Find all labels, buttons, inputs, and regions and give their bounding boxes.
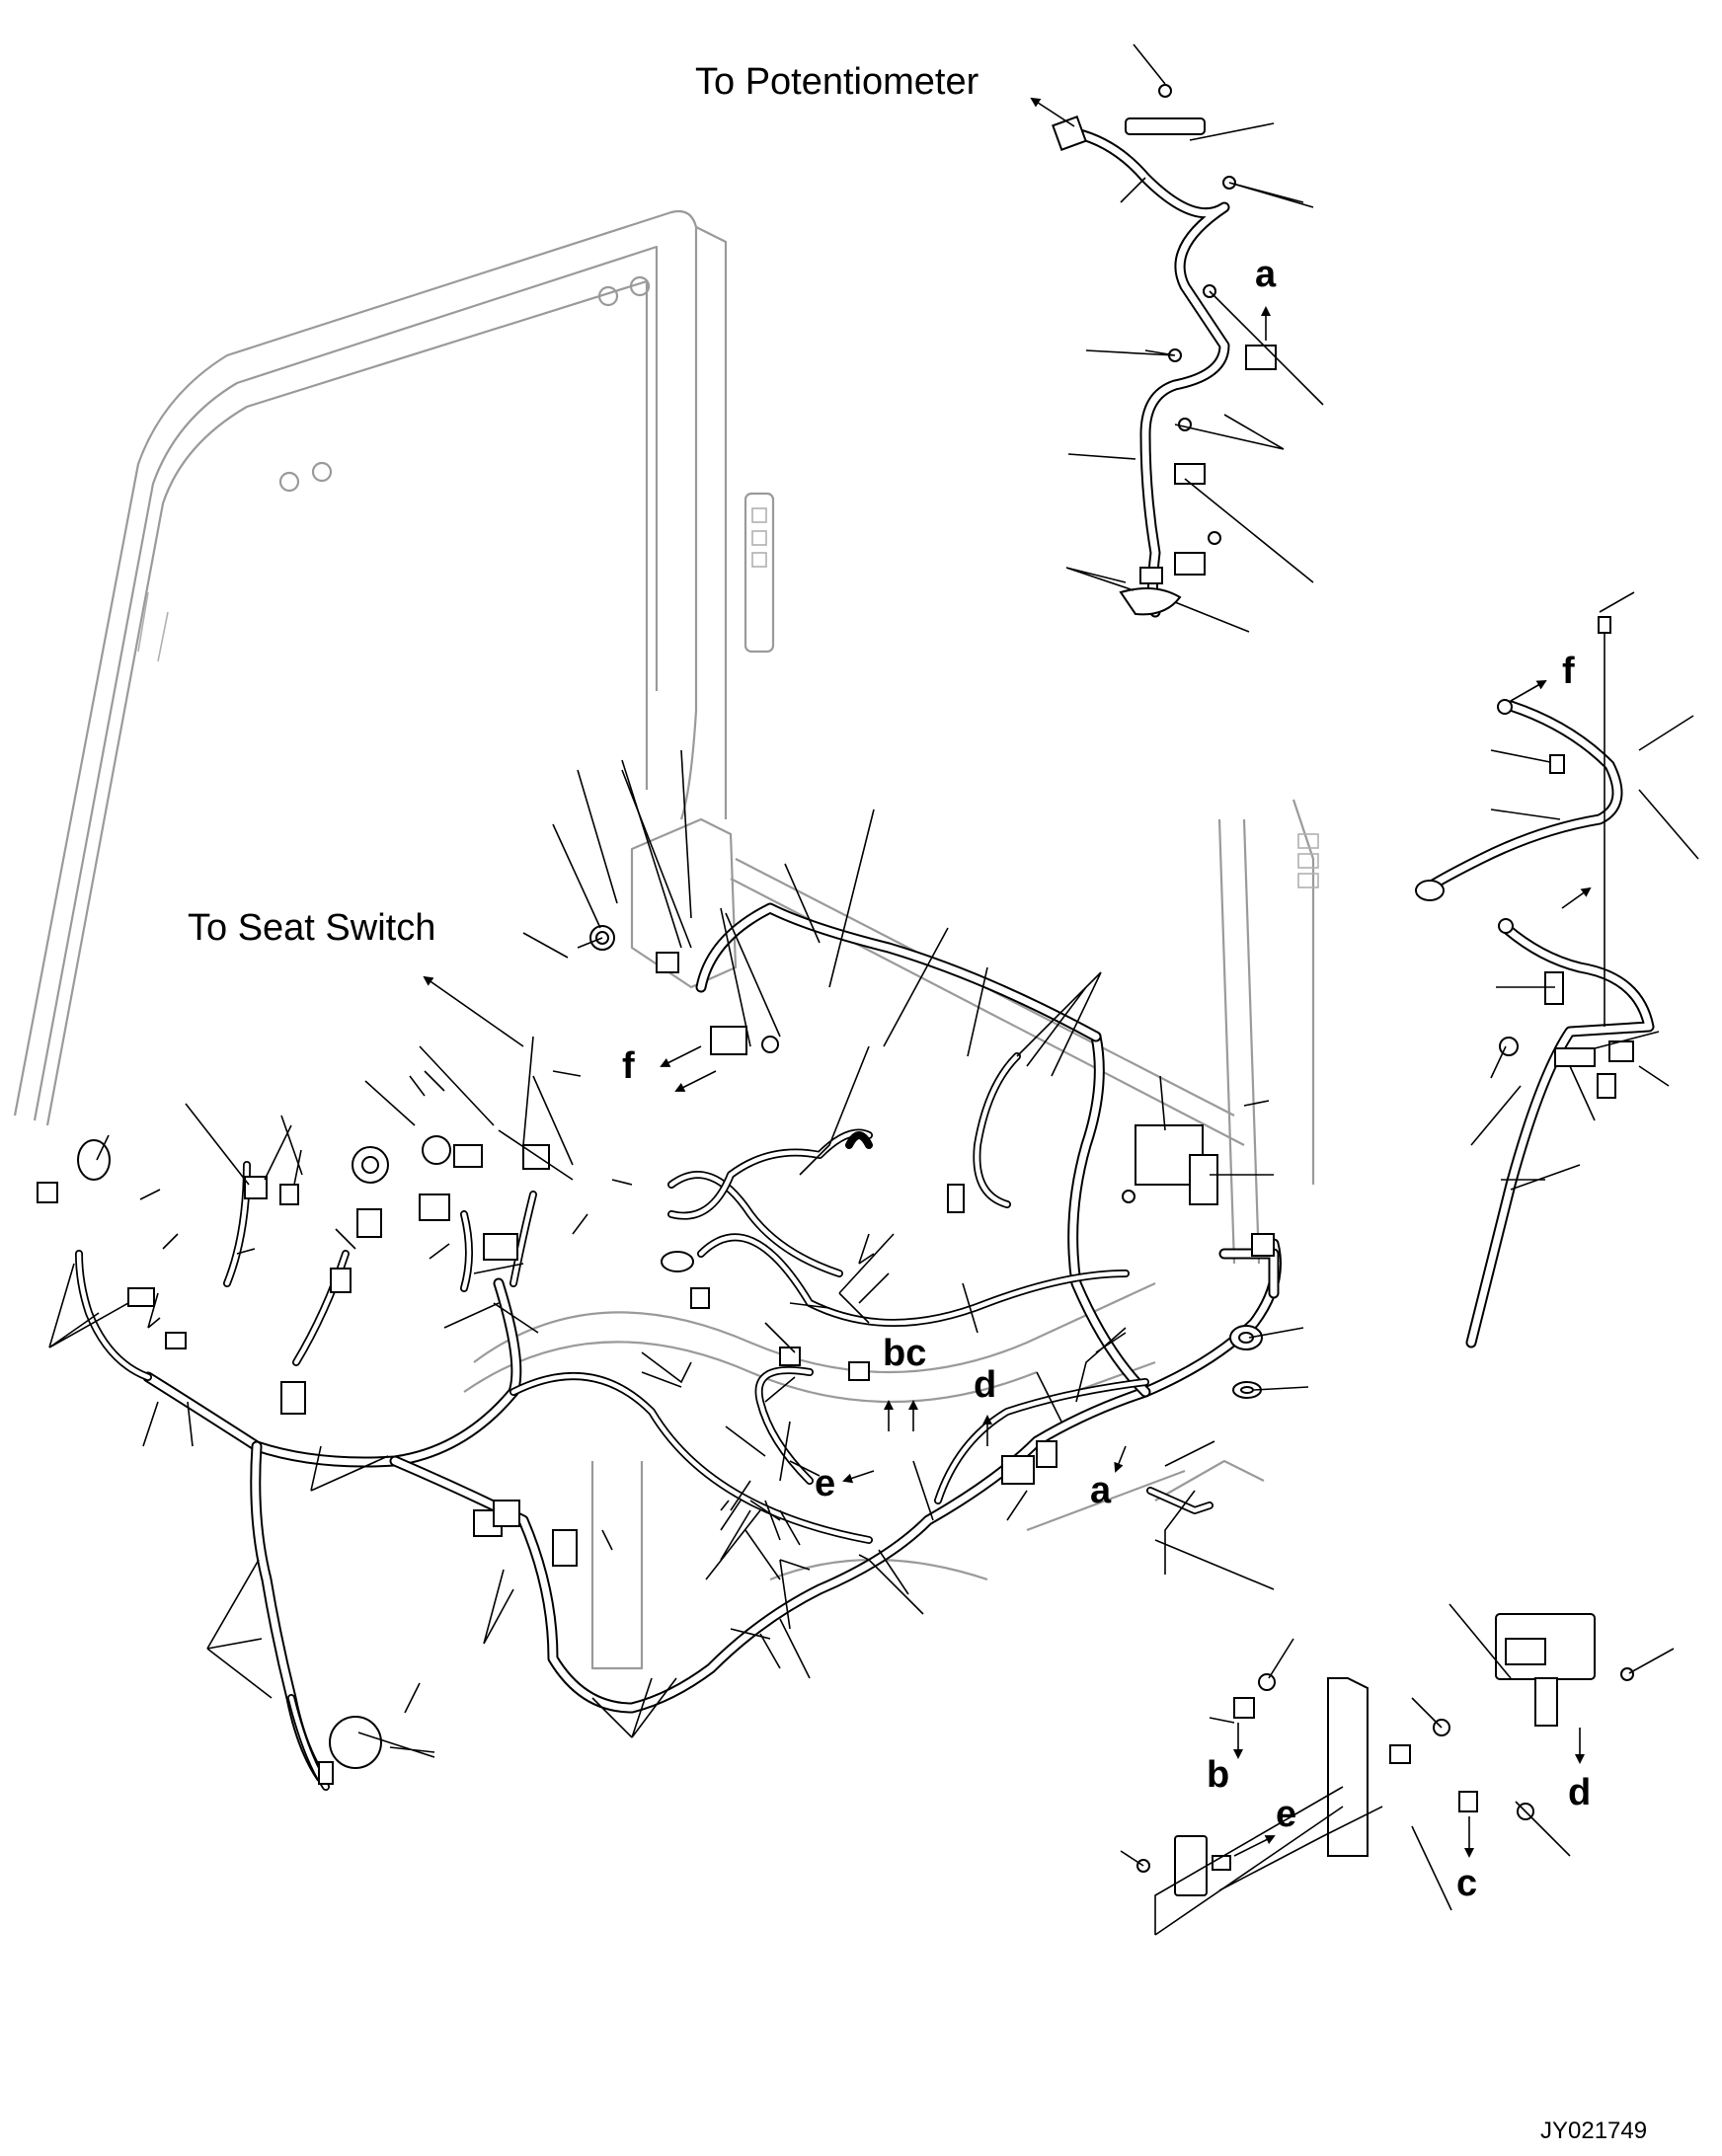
ref-letter-b-detail: b: [1207, 1754, 1229, 1796]
ref-letter-bc-main: bc: [883, 1333, 926, 1374]
ref-letter-d-detail: d: [1568, 1772, 1591, 1813]
figure-id: JY021749: [1540, 2118, 1647, 2144]
cab-frame: [13, 209, 1319, 1670]
reference-arrows: [423, 97, 1592, 1858]
potentiometer-harness-detail: [1052, 84, 1277, 618]
harness-components: [37, 925, 1275, 1785]
ref-letter-e-detail: e: [1276, 1794, 1296, 1835]
ref-letter-f-main: f: [622, 1045, 635, 1087]
ground-cable-detail: [1415, 616, 1655, 1348]
leader-lines: [48, 43, 1699, 1936]
ref-letter-d-main: d: [974, 1364, 996, 1406]
ref-letter-f-right: f: [1562, 651, 1575, 692]
main-harness: [75, 902, 1282, 1791]
ref-letter-e-main: e: [815, 1463, 835, 1504]
relay-bracket-detail: [1136, 1613, 1634, 1896]
ref-letter-c-detail: c: [1456, 1863, 1477, 1904]
label-to-seat-switch: To Seat Switch: [188, 907, 435, 949]
label-to-potentiometer: To Potentiometer: [695, 61, 979, 103]
ref-letter-a-top: a: [1255, 254, 1277, 295]
ref-letter-a-main: a: [1090, 1470, 1112, 1511]
text-labels: To Potentiometer To Seat Switch a f f bc…: [188, 61, 1647, 2144]
